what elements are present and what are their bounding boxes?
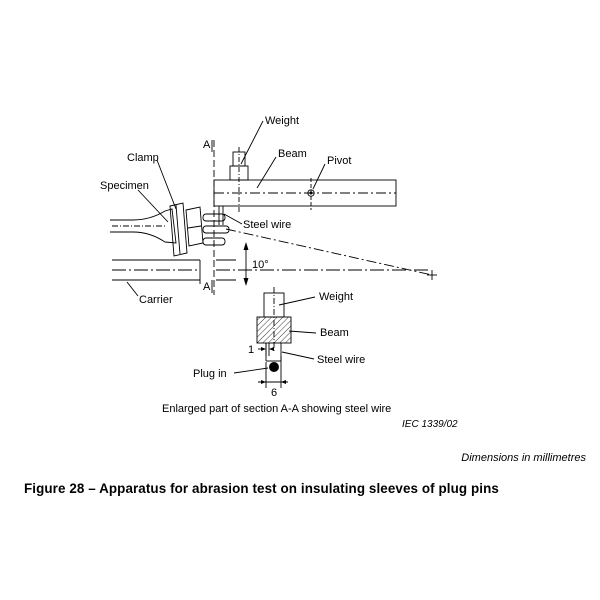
leader-weight [240, 120, 264, 165]
leader-clamp [156, 159, 177, 210]
main-apparatus [110, 120, 437, 297]
section-detail [233, 287, 317, 388]
label-carrier: Carrier [139, 294, 173, 306]
leader-detail-weight [278, 296, 316, 306]
label-angle: 10° [252, 259, 269, 271]
label-dim-6: 6 [271, 387, 277, 399]
label-beam: Beam [278, 148, 307, 160]
label-section-a-top: A [203, 139, 211, 151]
label-detail-weight: Weight [319, 291, 353, 303]
detail-caption: Enlarged part of section A-A showing ste… [162, 403, 391, 415]
detail-beam [256, 316, 292, 344]
iec-reference: IEC 1339/02 [402, 419, 458, 430]
detail-plug-pin [269, 362, 279, 372]
label-section-a-bottom: A [203, 281, 211, 293]
leader-steel-wire [223, 213, 243, 225]
plug-pins [202, 213, 230, 246]
clamp [169, 202, 188, 257]
label-weight: Weight [265, 115, 299, 127]
angle-line [225, 228, 433, 276]
label-clamp: Clamp [127, 152, 159, 164]
dimensions-note: Dimensions in millimetres [461, 452, 586, 464]
leader-pivot [312, 163, 326, 190]
leader-beam [256, 156, 277, 189]
leader-plug-in [233, 367, 269, 374]
label-pivot: Pivot [327, 155, 351, 167]
figure-caption: Figure 28 – Apparatus for abrasion test … [24, 481, 499, 496]
leader-detail-beam [288, 330, 317, 334]
label-plug-in: Plug in [193, 368, 227, 380]
leader-carrier [126, 281, 139, 297]
leader-specimen [137, 189, 169, 223]
label-detail-beam: Beam [320, 327, 349, 339]
label-steel-wire: Steel wire [243, 219, 291, 231]
label-specimen: Specimen [100, 180, 149, 192]
label-detail-steel-wire: Steel wire [317, 354, 365, 366]
label-dim-1: 1 [248, 344, 254, 356]
specimen [110, 208, 177, 244]
leader-detail-steel-wire [281, 351, 315, 360]
